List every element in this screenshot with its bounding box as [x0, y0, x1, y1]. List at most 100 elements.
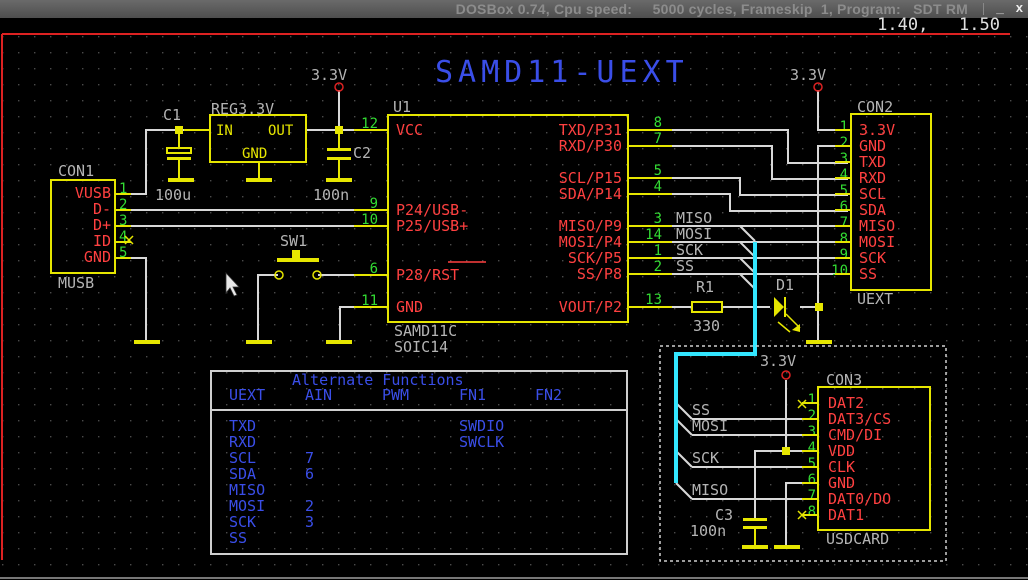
c1-capacitor[interactable]: C1 100u — [155, 106, 192, 204]
con1-value: MUSB — [58, 274, 94, 292]
table-title: Alternate Functions — [292, 371, 464, 389]
table-cell: SCL — [229, 449, 256, 467]
svg-text:3.3V: 3.3V — [790, 66, 826, 84]
u1-pin-name: SCK/P5 — [568, 249, 622, 267]
con2-connector[interactable]: CON2 3.3V1GND2TXD3RXD4SCL5SDA6MISO7MOSI8… — [831, 98, 932, 308]
con2-pin-name: GND — [859, 137, 886, 155]
u1-pin-name: RXD/P30 — [559, 137, 622, 155]
con2-pin-number: 8 — [840, 231, 848, 247]
regulator[interactable]: REG3.3V IN OUT GND — [184, 100, 307, 178]
con2-pin-name: SS — [859, 265, 877, 283]
con3-pin-number: 8 — [808, 504, 816, 520]
u1-pin-number: 3 — [654, 211, 662, 227]
con3-pin-name: CLK — [828, 458, 855, 476]
table-cell: SWCLK — [459, 433, 504, 451]
svg-text:SOIC14: SOIC14 — [394, 338, 448, 356]
u1-pin-number: 13 — [645, 292, 662, 308]
sdcard-section-box — [659, 345, 947, 562]
power-3v3-1: 3.3V — [311, 66, 347, 92]
con1-ref: CON1 — [58, 162, 94, 180]
svg-text:100u: 100u — [155, 186, 191, 204]
con2-pin-name: SCK — [859, 249, 886, 267]
c2-capacitor[interactable]: C2 100n — [313, 134, 371, 204]
window-title: DOSBox 0.74, Cpu speed: 5000 cycles, Fra… — [455, 1, 968, 17]
con2-pin-name: SDA — [859, 201, 886, 219]
svg-text:SAMD11C: SAMD11C — [394, 322, 457, 340]
table-header: PWM — [382, 386, 409, 404]
con1-pin-number: 2 — [119, 197, 127, 213]
u1-pin-number: 2 — [654, 259, 662, 275]
table-header: FN2 — [535, 386, 562, 404]
table-cell: 7 — [305, 449, 314, 467]
con2-pin-number: 1 — [840, 119, 848, 135]
minimize-button[interactable]: _ — [996, 0, 1004, 15]
r1-resistor[interactable]: R1 330 — [691, 278, 723, 335]
u1-pin-number: 14 — [645, 227, 662, 243]
power-3v3-3: 3.3V — [760, 352, 796, 380]
c3-capacitor[interactable]: C3 100n — [690, 506, 767, 545]
con2-pin-name: MISO — [859, 217, 895, 235]
con2-pin-number: 5 — [840, 183, 848, 199]
con3-pin-number: 1 — [808, 392, 816, 408]
con2-pin-name: SCL — [859, 185, 886, 203]
titlebar-separator — [983, 3, 984, 15]
grid-dots — [0, 34, 1028, 580]
u1-pin-name: MOSI/P4 — [559, 233, 622, 251]
table-header: UEXT — [229, 386, 265, 404]
con3-pin-name: VDD — [828, 442, 855, 460]
con1-pin-name: VUSB — [75, 184, 111, 202]
con3-pin-name: DAT1 — [828, 506, 864, 524]
svg-text:CON3: CON3 — [826, 371, 862, 389]
spi-bus[interactable] — [674, 242, 757, 483]
svg-text:R1: R1 — [696, 278, 714, 296]
u1-pin-name: P28/RST — [396, 266, 459, 284]
u1-pin-number: 11 — [361, 293, 378, 309]
u1-microcontroller[interactable]: U1 VCC12P24/USB-9P25/USB+10P28/RST6GND11… — [354, 98, 672, 356]
power-3v3-2: 3.3V — [790, 66, 826, 92]
close-button[interactable]: x — [1015, 0, 1023, 15]
u1-pin-number: 9 — [370, 196, 378, 212]
svg-text:OUT: OUT — [268, 123, 294, 139]
svg-text:C1: C1 — [163, 106, 181, 124]
sw1-switch[interactable]: SW1 — [274, 232, 322, 280]
con1-pin-number: 5 — [119, 245, 127, 261]
u1-pin-number: 7 — [654, 131, 662, 147]
table-cell: SWDIO — [459, 417, 504, 435]
u1-pin-name: TXD/P31 — [559, 121, 622, 139]
con1-pin-name: GND — [84, 248, 111, 266]
u1-pin-number: 5 — [654, 163, 662, 179]
con3-pin-number: 7 — [808, 488, 816, 504]
no-connect-icon — [797, 399, 807, 520]
svg-text:100n: 100n — [690, 522, 726, 540]
svg-text:330: 330 — [693, 317, 720, 335]
con2-pin-name: MOSI — [859, 233, 895, 251]
table-cell: 6 — [305, 465, 314, 483]
u1-pin-name: GND — [396, 298, 423, 316]
svg-text:SW1: SW1 — [280, 232, 307, 250]
cursor-coordinates: 1.40, 1.50 — [877, 15, 1000, 35]
con3-connector[interactable]: CON3 DAT21DAT3/CS2CMD/DI3VDD4CLK5GND6DAT… — [797, 371, 931, 548]
u1-pin-number: 10 — [361, 212, 378, 228]
u1-pin-number: 1 — [654, 243, 662, 259]
con3-pin-number: 5 — [808, 456, 816, 472]
con1-pin-number: 1 — [119, 181, 127, 197]
con2-pin-name: TXD — [859, 153, 886, 171]
con3-pin-number: 3 — [808, 424, 816, 440]
svg-text:3.3V: 3.3V — [311, 66, 347, 84]
svg-text:USDCARD: USDCARD — [826, 530, 889, 548]
svg-text:C2: C2 — [353, 144, 371, 162]
u1-pin-number: 8 — [654, 115, 662, 131]
net-label: MOSI — [676, 225, 712, 243]
ground-symbols — [134, 178, 832, 549]
window-titlebar: DOSBox 0.74, Cpu speed: 5000 cycles, Fra… — [0, 0, 1028, 18]
con1-pin-number: 3 — [119, 213, 127, 229]
d1-led[interactable]: D1 — [774, 276, 801, 333]
con2-pin-number: 7 — [840, 215, 848, 231]
table-cell: 2 — [305, 497, 314, 515]
con3-pin-name: GND — [828, 474, 855, 492]
